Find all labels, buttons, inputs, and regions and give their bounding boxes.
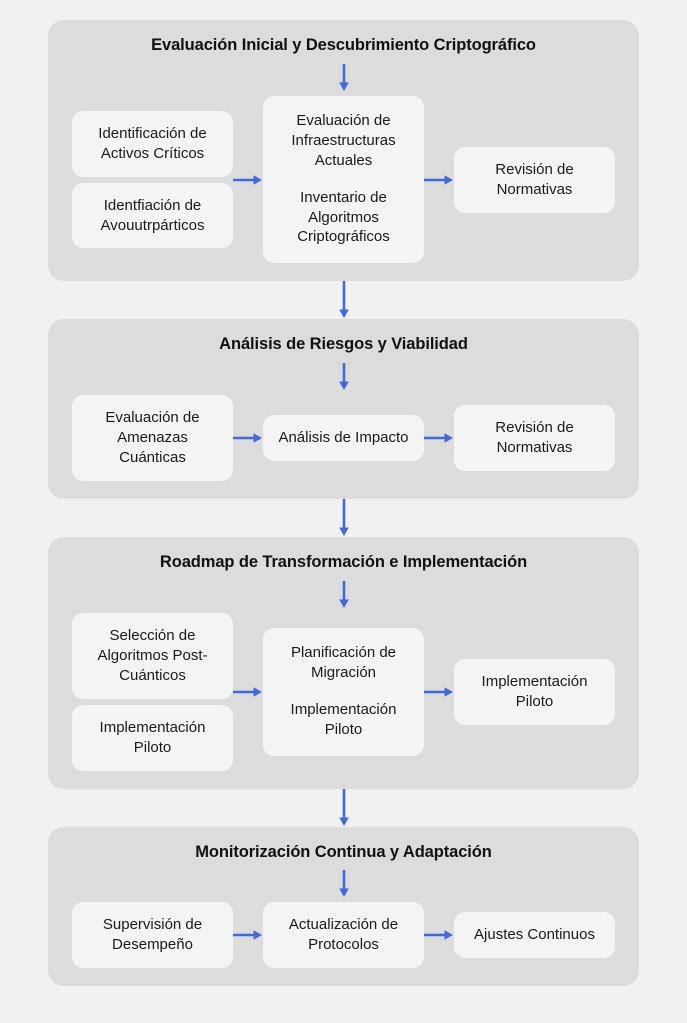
node-box[interactable]: Planificación de Migración Implementació… [263, 627, 424, 756]
node-box[interactable]: Evaluación de Infraestructuras Actuales … [263, 95, 424, 264]
section-title-3: Roadmap de Transformación e Implementaci… [159, 553, 528, 572]
node-row-2: Evaluación de Amenazas Cuánticas Análisi… [68, 395, 619, 482]
arrow-right-icon [424, 686, 453, 697]
node-box[interactable]: Selección de Algoritmos Post-Cuánticos [72, 612, 233, 699]
node-box[interactable]: Revisión de Normativas [454, 405, 615, 472]
arrow-right-icon [233, 930, 262, 941]
arrow-slot [424, 928, 454, 942]
arrow-right-icon [233, 433, 262, 443]
node-column-middle-4: Actualización de Protocolos [263, 902, 424, 969]
node-box[interactable]: Identfiación de Avouutrpárticos [72, 182, 233, 249]
arrow-down-icon [338, 363, 349, 391]
node-box[interactable]: Supervisión de Desempeño [72, 902, 233, 969]
node-box[interactable]: Implementación Piloto [454, 658, 615, 725]
node-text: Implementación Piloto [290, 700, 397, 738]
node-column-middle-1: Evaluación de Infraestructuras Actuales … [263, 95, 424, 264]
node-box[interactable]: Implementación Piloto [72, 704, 233, 771]
arrow-right-icon [233, 174, 262, 185]
node-column-left-4: Supervisión de Desempeño [72, 902, 233, 969]
node-column-left-3: Selección de Algoritmos Post-Cuánticos I… [72, 612, 233, 771]
node-box[interactable]: Análisis de Impacto [263, 415, 424, 462]
node-box[interactable]: Identificación de Activos Críticos [72, 110, 233, 177]
arrow-right-icon [233, 686, 262, 697]
arrow-right-icon [424, 174, 453, 185]
node-box[interactable]: Actualización de Protocolos [263, 902, 424, 969]
node-column-left-1: Identificación de Activos Críticos Ident… [72, 110, 233, 249]
section-connector-arrow-icon [338, 499, 349, 537]
arrow-slot [424, 685, 454, 699]
section-connector-arrow-icon [338, 281, 349, 319]
arrow-slot [233, 685, 263, 699]
node-column-left-2: Evaluación de Amenazas Cuánticas [72, 395, 233, 482]
section-panel-4: Monitorización Continua y Adaptación Sup… [48, 826, 639, 987]
arrow-slot [424, 173, 454, 187]
node-text: Evaluación de Infraestructuras Actuales [291, 111, 396, 169]
node-box[interactable]: Revisión de Normativas [454, 146, 615, 213]
node-text: Planificación de Migración [290, 643, 397, 681]
section-title-4: Monitorización Continua y Adaptación [195, 842, 492, 861]
node-column-middle-2: Análisis de Impacto [263, 415, 424, 462]
arrow-right-icon [424, 930, 453, 941]
arrow-down-icon [338, 580, 349, 608]
node-column-right-4: Ajustes Continuos [454, 912, 615, 959]
node-text: Inventario de Algoritmos Criptográficos [297, 188, 390, 246]
arrow-slot [424, 431, 454, 445]
node-box[interactable]: Ajustes Continuos [454, 912, 615, 959]
node-column-right-2: Revisión de Normativas [454, 405, 615, 472]
node-row-3: Selección de Algoritmos Post-Cuánticos I… [68, 612, 619, 771]
section-connector-arrow-icon [338, 788, 349, 826]
node-column-right-3: Implementación Piloto [454, 658, 615, 725]
arrow-down-icon [338, 870, 349, 898]
section-title-2: Análisis de Riesgos y Viabilidad [219, 335, 468, 354]
arrow-right-icon [424, 433, 453, 443]
node-row-4: Supervisión de Desempeño Actualización d… [68, 902, 619, 969]
section-panel-3: Roadmap de Transformación e Implementaci… [48, 537, 639, 789]
section-panel-1: Evaluación Inicial y Descubrimiento Crip… [48, 20, 639, 282]
node-column-middle-3: Planificación de Migración Implementació… [263, 627, 424, 756]
arrow-slot [233, 173, 263, 187]
arrow-down-icon [338, 63, 349, 91]
arrow-slot [233, 431, 263, 445]
section-title-1: Evaluación Inicial y Descubrimiento Crip… [151, 36, 536, 54]
node-row-1: Identificación de Activos Críticos Ident… [68, 95, 619, 264]
section-panel-2: Análisis de Riesgos y Viabilidad Evaluac… [48, 319, 639, 500]
node-box[interactable]: Evaluación de Amenazas Cuánticas [72, 395, 233, 482]
arrow-slot [233, 928, 263, 942]
node-column-right-1: Revisión de Normativas [454, 146, 615, 213]
